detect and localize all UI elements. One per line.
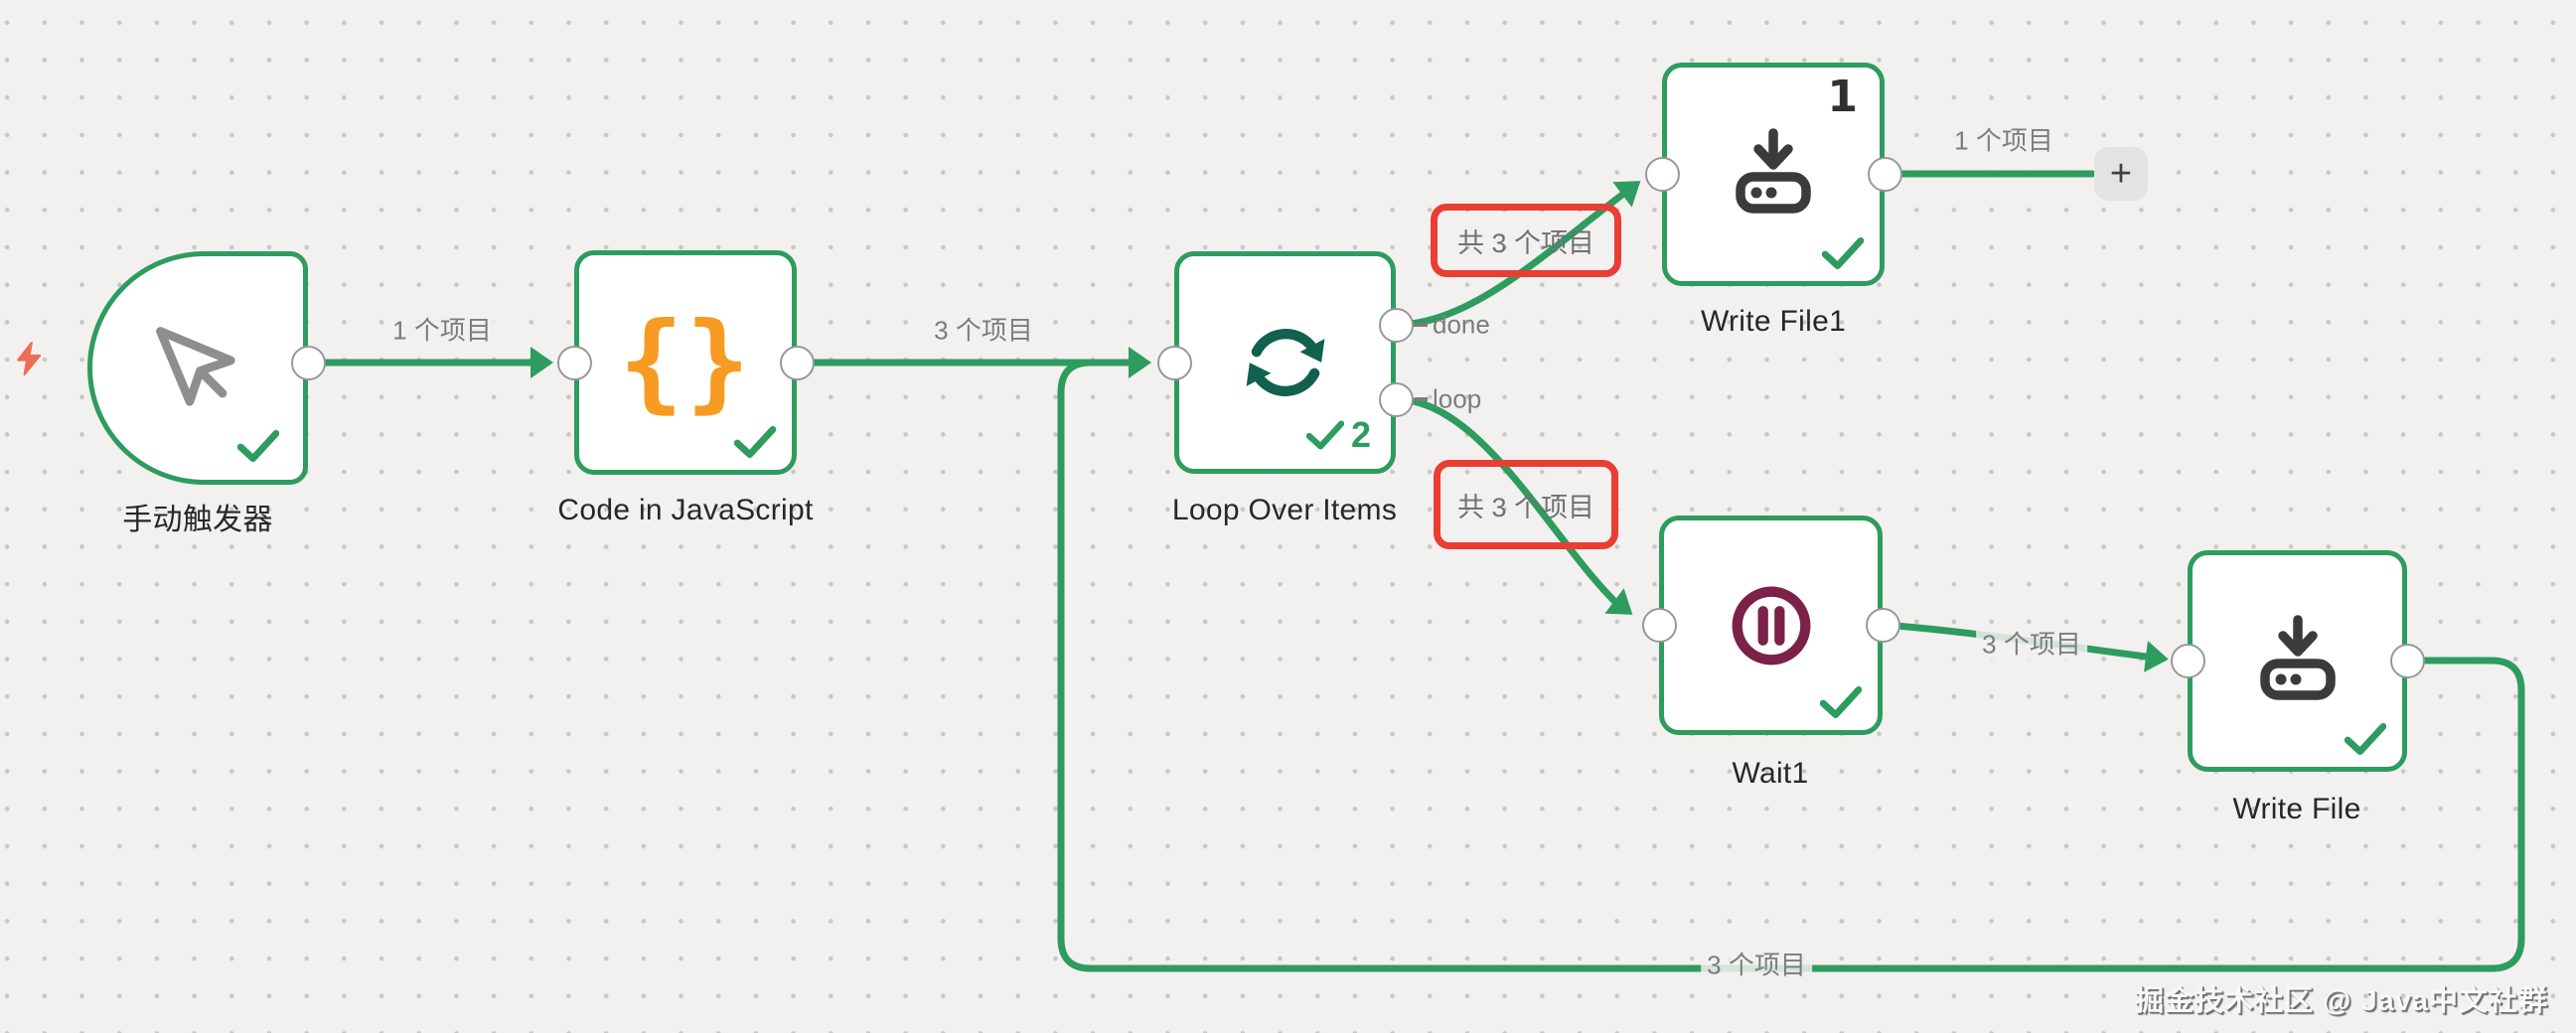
items-count-badge: 1 bbox=[1827, 72, 1858, 122]
node-label-loop: Loop Over Items bbox=[1171, 494, 1398, 526]
edge-label-loopback: 3 个项目 bbox=[1701, 945, 1812, 982]
port-writefile1-input[interactable] bbox=[1644, 156, 1680, 192]
connection-loop-to-wait1[interactable] bbox=[1392, 395, 1618, 605]
output-label-stubs bbox=[1415, 323, 1428, 401]
add-node-button[interactable]: + bbox=[2094, 147, 2148, 201]
node-label-write-file: Write File bbox=[2232, 793, 2361, 825]
annotation-box-loop-items: 共 3 个项目 bbox=[1434, 460, 1618, 549]
port-writefile1-output[interactable] bbox=[1867, 156, 1902, 192]
mouse-pointer-icon bbox=[148, 319, 247, 418]
write-file-download-icon bbox=[1724, 125, 1823, 224]
loop-refresh-icon bbox=[1232, 309, 1339, 416]
connection-done-to-writefile1[interactable] bbox=[1392, 191, 1626, 329]
success-check-icon bbox=[237, 430, 279, 462]
connection-arrowheads bbox=[530, 181, 2169, 672]
run-count-badge: 2 bbox=[1350, 414, 1371, 455]
plus-icon: + bbox=[2109, 153, 2133, 195]
node-manual-trigger[interactable] bbox=[87, 251, 308, 485]
node-write-file1[interactable]: 1 bbox=[1662, 63, 1885, 286]
node-label-write-file1: Write File1 bbox=[1700, 305, 1847, 338]
edge-label-trigger-code: 1 个项目 bbox=[386, 310, 498, 348]
output-label-loop: loop bbox=[1433, 383, 1482, 414]
node-loop-over-items[interactable]: 2 bbox=[1174, 251, 1396, 474]
success-check-icon bbox=[1822, 237, 1864, 269]
node-label-manual-trigger: 手动触发器 bbox=[122, 504, 273, 536]
success-check-icon: 2 bbox=[1305, 414, 1371, 455]
port-trigger-output[interactable] bbox=[290, 345, 326, 380]
output-label-done: done bbox=[1433, 309, 1490, 340]
edge-label-writefile1-out: 1 个项目 bbox=[1948, 120, 2059, 158]
port-loop-output-loop[interactable] bbox=[1378, 381, 1414, 417]
watermark-text: 掘金技术社区 @ Java中文社群 bbox=[2135, 985, 2548, 1017]
port-loop-input[interactable] bbox=[1156, 345, 1192, 380]
success-check-icon bbox=[734, 426, 776, 458]
node-code-in-javascript[interactable]: {} bbox=[574, 250, 797, 475]
node-write-file[interactable] bbox=[2188, 550, 2407, 772]
node-label-code: Code in JavaScript bbox=[557, 494, 814, 526]
port-wait1-output[interactable] bbox=[1865, 607, 1900, 643]
node-wait1[interactable] bbox=[1659, 516, 1883, 735]
success-check-icon bbox=[2345, 723, 2386, 755]
pause-circle-icon bbox=[1723, 577, 1820, 674]
success-check-icon bbox=[1820, 686, 1862, 718]
edge-label-code-loop: 3 个项目 bbox=[928, 310, 1039, 348]
node-label-wait1: Wait1 bbox=[1732, 757, 1809, 790]
code-braces-icon: {} bbox=[618, 300, 753, 424]
edge-label-wait1-writefile: 3 个项目 bbox=[1976, 624, 2087, 662]
port-wait1-input[interactable] bbox=[1641, 607, 1677, 643]
port-code-input[interactable] bbox=[556, 345, 592, 380]
port-writefile-output[interactable] bbox=[2389, 643, 2425, 678]
write-file-download-icon bbox=[2248, 612, 2348, 711]
annotation-box-done-items: 共 3 个项目 bbox=[1431, 204, 1621, 277]
lightning-bolt-icon bbox=[17, 342, 42, 375]
port-writefile-input[interactable] bbox=[2170, 643, 2205, 678]
port-code-output[interactable] bbox=[779, 345, 815, 380]
port-loop-output-done[interactable] bbox=[1378, 307, 1414, 343]
